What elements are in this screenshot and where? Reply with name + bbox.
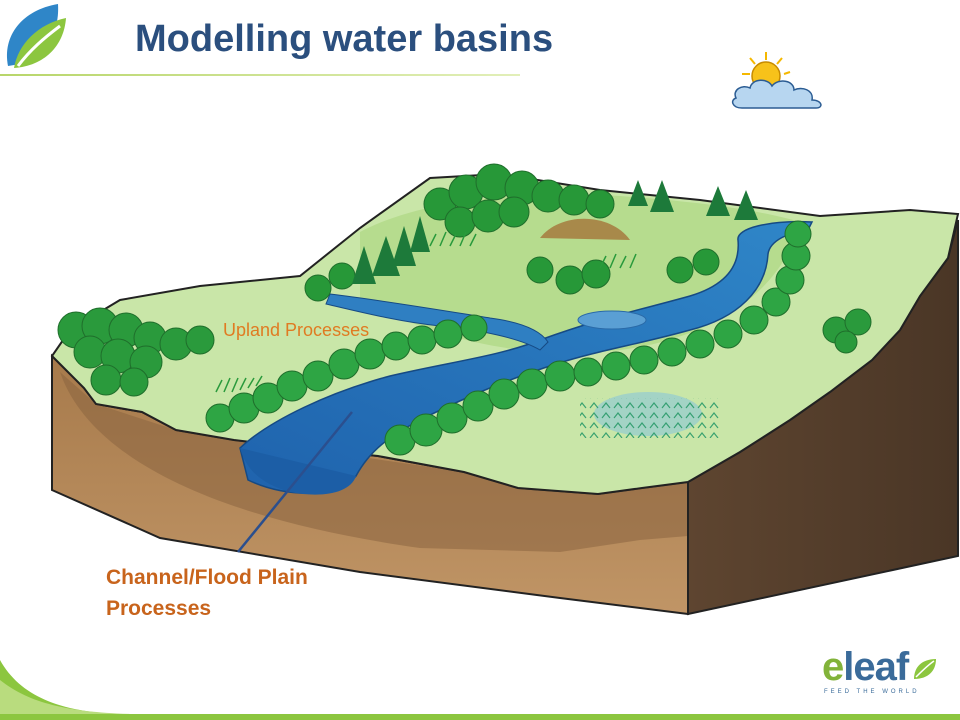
wetland-plants	[580, 398, 720, 438]
forest-upper	[304, 163, 720, 302]
eleaf-logo: eleaf FEED THE WORLD	[822, 645, 938, 697]
soil-lower-layer	[60, 372, 688, 552]
forest-riverbank	[205, 220, 812, 456]
channel-floodplain-label: Channel/Flood Plain Processes	[106, 562, 308, 624]
leaf-logo-icon	[6, 4, 66, 68]
title-rule	[0, 74, 520, 76]
upland-processes-label: Upland Processes	[223, 320, 370, 340]
brand-wordmark: eleaf	[822, 645, 909, 689]
slide-title: Modelling water basins	[135, 18, 554, 60]
bottom-swoosh	[0, 660, 960, 720]
hill-mound	[540, 218, 630, 240]
leaf-icon	[914, 659, 936, 679]
river-upper-branch	[325, 293, 549, 351]
sun-cloud-icon	[731, 52, 822, 109]
grass-tufts	[215, 231, 637, 393]
river-cross-section	[240, 448, 356, 495]
forest-left	[57, 307, 215, 397]
brand-tagline: FEED THE WORLD	[824, 689, 920, 695]
channel-label-line-1: Channel/Flood Plain	[106, 566, 308, 589]
pond	[577, 310, 647, 330]
forest-right	[822, 308, 872, 354]
channel-label-line-2: Processes	[106, 597, 212, 620]
channel-pointer-arrow	[237, 411, 353, 553]
conifer-trees	[352, 180, 758, 284]
